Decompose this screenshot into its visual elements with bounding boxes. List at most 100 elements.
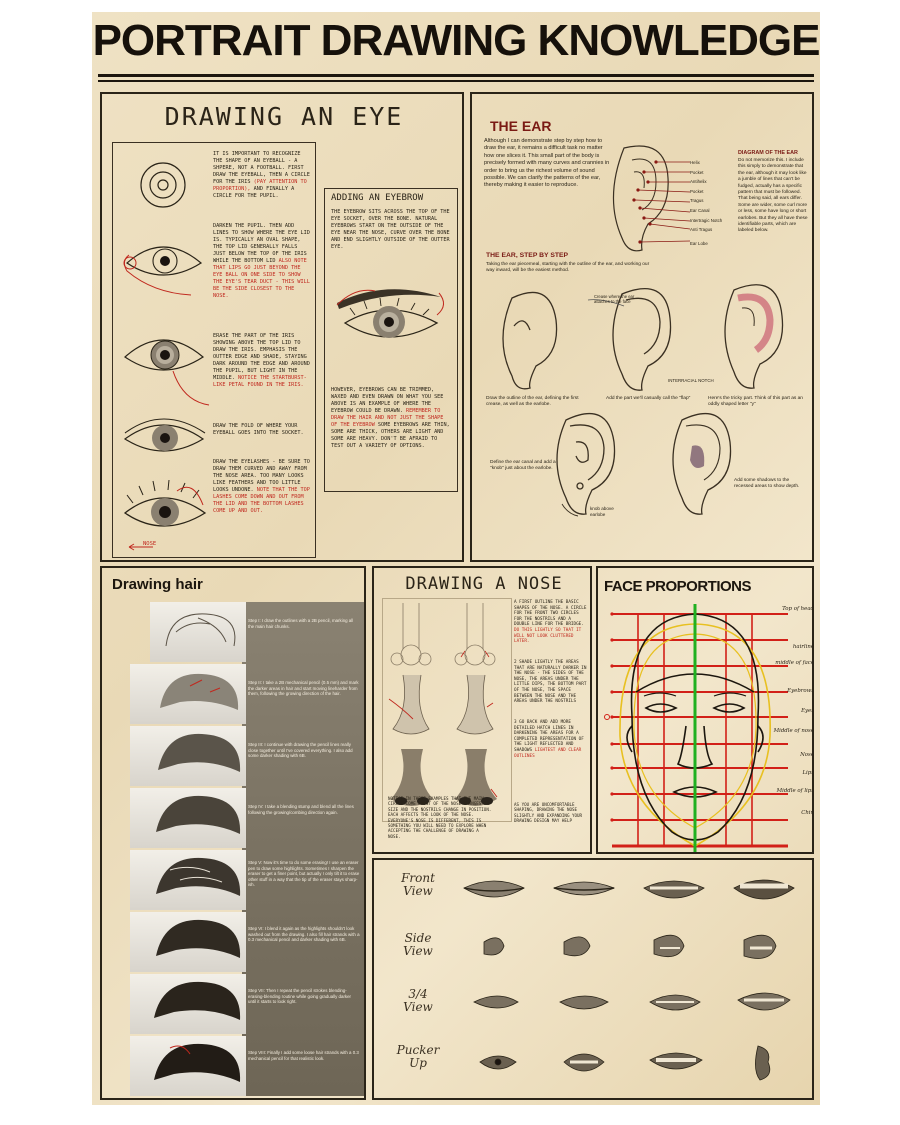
nose-label: NOSE — [143, 541, 157, 547]
ear-intro-text: Although I can demonstrate step by step … — [484, 138, 610, 189]
eye-shaded-iris-sketch — [124, 339, 210, 406]
poster: PORTRAIT DRAWING KNOWLEDGE DRAWING AN EY… — [92, 12, 820, 1105]
lips-side-row — [483, 934, 777, 959]
face-label-lips: Lips — [802, 770, 814, 776]
lips-row-label-three-quarter: 3/4 View — [388, 988, 448, 1014]
eye-step3-red: NOTICE THE STARTBURST-LIKE PETAL FOUND I… — [213, 375, 307, 388]
ear-step-intro: Taking the ear piecemeal, starting with … — [486, 262, 650, 274]
ear-label-pocket-1: Pocket — [690, 169, 704, 175]
nose-panel: DRAWING A NOSE — [372, 566, 592, 854]
hair-panel: Drawing hair — [100, 566, 366, 1100]
face-section-title: FACE PROPORTIONS — [604, 578, 752, 595]
face-label-middle-of-face: middle of face — [775, 660, 814, 666]
face-label-eyebrows: Eyebrows — [787, 688, 814, 694]
eye-step5-red: NOTE THAT THE TOP LASHES COME DOWN AND O… — [213, 487, 310, 514]
lips-panel: Front View Side View 3/4 View Pucker Up — [372, 858, 814, 1100]
hair-step-1: Step I: I draw the outlines with a 2B pe… — [248, 618, 354, 629]
lips-row-label-front: Front View — [388, 872, 448, 898]
eyebrow-step1-text: THE EYEBROW SITS ACROSS THE TOP OF THE E… — [331, 209, 450, 250]
ear-caption-5: Add some shadows to the recessed areas t… — [734, 478, 800, 490]
eyebrow-step2-end: SOME EYEBROWS ARE THIN, SOME ARE THICK, … — [331, 422, 450, 449]
face-inner-guide — [633, 633, 757, 829]
ear-panel: THE EAR Although I can demonstrate step … — [470, 92, 814, 562]
eyebrow-illustration — [336, 289, 444, 338]
eye-section-title: DRAWING AN EYE — [164, 102, 404, 131]
hair-steps-illustrations — [130, 602, 246, 1096]
eye-panel: DRAWING AN EYE — [100, 92, 464, 562]
eyebrow-step2-red: REMEMBER TO DRAW THE HAIR AND NOT JUST T… — [331, 408, 444, 428]
eye-step4-text: DRAW THE FOLD OF WHERE YOUR EYEBALL GOES… — [213, 423, 304, 436]
title-rule-bottom — [98, 80, 814, 82]
ear-diagram-labels: Helix Pocket Antihelix Pocket Tragus Ear… — [690, 158, 730, 248]
lips-illustrations — [463, 879, 795, 1081]
ear-steps-illustrations — [502, 284, 784, 517]
ear-step1-sketch — [502, 291, 558, 390]
face-label-middle-of-lips: Middle of lips — [776, 788, 814, 794]
hair-sketch-outline — [165, 613, 236, 647]
eye-step2-body: DARKEN THE PUPIL. THEN ADD LINES TO SHOW… — [213, 223, 310, 264]
nose-step3-body: 3 GO BACK AND ADD MORE DETAILED HATCH LI… — [514, 720, 584, 753]
nose-step1-body: A FIRST OUTLINE THE BASIC SHAPES OF THE … — [514, 600, 587, 628]
eye-step1-text: IT IS IMPORTANT TO RECOGNIZE THE SHAPE O… — [213, 151, 311, 200]
ear-notch-label: INTERRACIAL NOTCH — [668, 378, 714, 383]
eyeball-circles-sketch — [140, 162, 186, 208]
eyebrow-step2-text: HOWEVER, EYEBROWS CAN BE TRIMMED, WAXED … — [331, 387, 451, 450]
nose-step3-sketch — [391, 749, 498, 806]
lips-front-label-1: Front — [401, 871, 435, 885]
face-label-chin: Chin — [801, 810, 814, 816]
ear-label-ear-canal: Ear Canal — [690, 207, 710, 213]
face-label-hairline: hairline — [792, 644, 814, 650]
ear-label-antihelix: Antihelix — [690, 179, 707, 185]
lips-three-quarter-row — [473, 992, 791, 1011]
eye-steps-illustrations — [123, 162, 210, 551]
eye-step3-body: ERASE THE PART OF THE IRIS SHOWING ABOVE… — [213, 333, 310, 381]
face-label-middle-of-nose: Middle of nose — [773, 728, 814, 734]
nose-step1-text: A FIRST OUTLINE THE BASIC SHAPES OF THE … — [514, 600, 588, 645]
nose-step3-text: 3 GO BACK AND ADD MORE DETAILED HATCH LI… — [514, 720, 588, 759]
nose-sketches — [388, 603, 498, 806]
ear-caption-2: Add the part we'll casually call the "fl… — [606, 396, 691, 401]
ear-section-title: THE EAR — [490, 118, 552, 134]
ear-step3-sketch — [724, 284, 784, 389]
eye-step3-text: ERASE THE PART OF THE IRIS SHOWING ABOVE… — [213, 333, 311, 389]
ear-diagram — [612, 145, 691, 252]
eyebrow-step2-body: HOWEVER, EYEBROWS CAN BE TRIMMED, WAXED … — [331, 387, 444, 414]
eye-lashes-sketch — [123, 479, 207, 551]
lips-34-label-2: View — [403, 1000, 433, 1014]
hair-step-8: Step VIII: Finally I add some loose hair… — [248, 1050, 359, 1061]
nose-step2-sketch — [388, 674, 494, 735]
eye-step2-text: DARKEN THE PUPIL. THEN ADD LINES TO SHOW… — [213, 223, 311, 300]
ear-label-ear-lobe: Ear Lobe — [690, 240, 708, 246]
ear-label-pocket-2: Pocket — [690, 188, 704, 194]
hair-sketch-steps — [154, 673, 241, 1082]
hair-step-5: Step V: Now it's time to do some erasing… — [248, 860, 360, 888]
ear-caption-1: Draw the outline of the ear, defining th… — [486, 396, 579, 408]
hair-step-7: Step VII: Then I repeat the pencil strok… — [248, 988, 351, 1005]
ear-step4-sketch — [556, 412, 616, 517]
lips-pucker-label-1: Pucker — [396, 1043, 440, 1057]
ear-knob-label: knob above earlobe — [590, 506, 614, 517]
ear-step-title: THE EAR, STEP BY STEP — [486, 252, 569, 259]
eye-fold-sketch — [123, 418, 206, 452]
ear-diagram-title: DIAGRAM OF THE EAR — [738, 150, 798, 156]
lips-34-label-1: 3/4 — [408, 987, 428, 1001]
hair-steps-background — [242, 602, 364, 1096]
nose-step1-sketch — [390, 603, 496, 666]
ear-label-tragus: Tragus — [690, 198, 704, 204]
nose-section-title: DRAWING A NOSE — [405, 574, 563, 594]
nose-step2-text: 2 SHADE LIGHTLY THE AREAS THAT ARE NATUR… — [514, 660, 587, 705]
face-eye-marker — [604, 714, 610, 720]
face-panel: FACE PROPORTIONS — [596, 566, 814, 854]
poster-title: PORTRAIT DRAWING KNOWLEDGE — [92, 16, 821, 65]
face-label-top-of-head: Top of head — [782, 606, 814, 612]
lips-pucker-label-2: Up — [409, 1056, 427, 1070]
hair-step-6: Step VI: I blend it again as the highlig… — [248, 926, 360, 943]
nose-note-text-2: AS YOU ARE UNCOMFORTABLE SHAPING, DRAWIN… — [514, 802, 583, 824]
eye-step2-red: ALSO NOTE THAT LIPS GO JUST BEYOND THE E… — [213, 258, 310, 299]
nose-step3-red: LIGHTEST AND CLEAR OUTLINES — [514, 747, 582, 759]
ear-step2-sketch — [587, 288, 672, 391]
eye-step1-body: IT IS IMPORTANT TO RECOGNIZE THE SHAPE O… — [213, 151, 310, 185]
lips-row-label-pucker: Pucker Up — [388, 1044, 448, 1070]
eye-step5-body: DRAW THE EYELASHES - BE SURE TO DRAW THE… — [213, 459, 310, 493]
nose-step1-red: DO THIS LIGHTLY SO THAT IT WILL NOT LOOK… — [514, 627, 582, 645]
